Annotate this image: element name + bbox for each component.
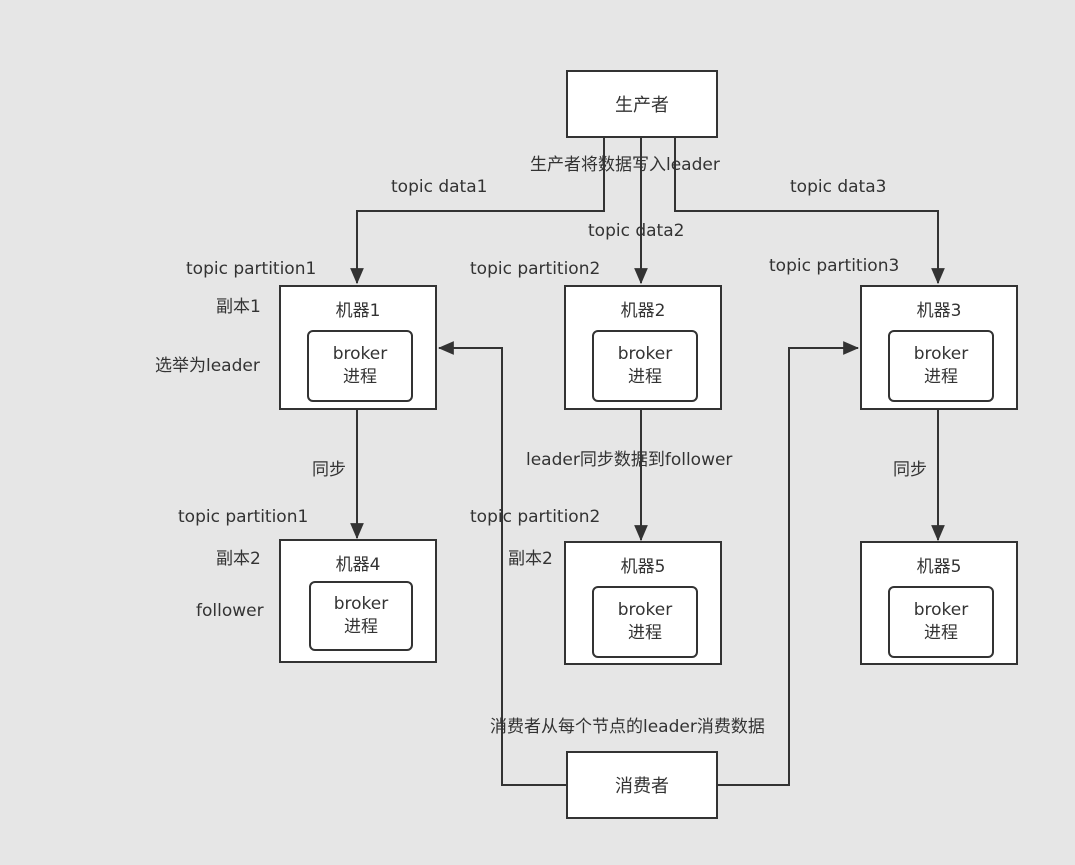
label-replica2-left: 副本2	[216, 549, 261, 569]
machine4-proc-line1: broker	[333, 594, 389, 614]
machine3-proc-line1: broker	[913, 344, 969, 364]
machine5-title: 机器5	[620, 557, 666, 577]
edge-producer-machine3	[674, 137, 945, 285]
machine1-node: 机器1 broker 进程	[279, 285, 437, 410]
label-leader-sync: leader同步数据到follower	[526, 450, 733, 470]
edge-consumer-machine1	[437, 341, 568, 786]
label-partition3-top: topic partition3	[769, 256, 900, 276]
machine4-proc-line2: 进程	[344, 617, 378, 637]
label-replica2-mid: 副本2	[508, 549, 553, 569]
label-partition2-bottom: topic partition2	[470, 507, 601, 527]
label-replica1: 副本1	[216, 297, 261, 317]
label-topic-data1: topic data1	[391, 177, 488, 197]
label-partition2-top: topic partition2	[470, 259, 601, 279]
machine5b-proc-line2: 进程	[924, 623, 958, 643]
machine1-proc-line2: 进程	[343, 367, 377, 387]
machine5b-title: 机器5	[916, 557, 962, 577]
edge-producer-machine1	[350, 137, 605, 285]
edge-consumer-machine3	[717, 341, 860, 786]
machine3-node: 机器3 broker 进程	[860, 285, 1018, 410]
machine2-broker-process: broker 进程	[592, 330, 698, 402]
machine2-proc-line1: broker	[617, 344, 673, 364]
machine4-node: 机器4 broker 进程	[279, 539, 437, 663]
consumer-label: 消费者	[615, 776, 669, 797]
machine2-proc-line2: 进程	[628, 367, 662, 387]
producer-label: 生产者	[615, 95, 669, 116]
label-follower: follower	[196, 601, 264, 621]
machine5-proc-line1: broker	[617, 600, 673, 620]
producer-node: 生产者	[566, 70, 718, 138]
label-sync-right: 同步	[893, 460, 927, 480]
machine1-broker-process: broker 进程	[307, 330, 413, 402]
machine5-broker-process: broker 进程	[592, 586, 698, 658]
label-topic-data2: topic data2	[588, 221, 685, 241]
machine5-node: 机器5 broker 进程	[564, 541, 722, 665]
label-elected-leader: 选举为leader	[155, 356, 260, 376]
label-topic-data3: topic data3	[790, 177, 887, 197]
machine3-broker-process: broker 进程	[888, 330, 994, 402]
machine5b-proc-line1: broker	[913, 600, 969, 620]
label-partition1-top: topic partition1	[186, 259, 317, 279]
label-consumer-read: 消费者从每个节点的leader消费数据	[490, 717, 765, 737]
machine1-title: 机器1	[335, 301, 381, 321]
machine1-proc-line1: broker	[332, 344, 388, 364]
label-partition1-bottom: topic partition1	[178, 507, 309, 527]
machine5-proc-line2: 进程	[628, 623, 662, 643]
machine4-broker-process: broker 进程	[309, 581, 413, 651]
machine5b-node: 机器5 broker 进程	[860, 541, 1018, 665]
label-producer-write: 生产者将数据写入leader	[530, 155, 720, 175]
machine3-proc-line2: 进程	[924, 367, 958, 387]
machine3-title: 机器3	[916, 301, 962, 321]
machine2-node: 机器2 broker 进程	[564, 285, 722, 410]
consumer-node: 消费者	[566, 751, 718, 819]
label-sync-left: 同步	[312, 460, 346, 480]
machine4-title: 机器4	[335, 555, 381, 575]
machine5b-broker-process: broker 进程	[888, 586, 994, 658]
machine2-title: 机器2	[620, 301, 666, 321]
